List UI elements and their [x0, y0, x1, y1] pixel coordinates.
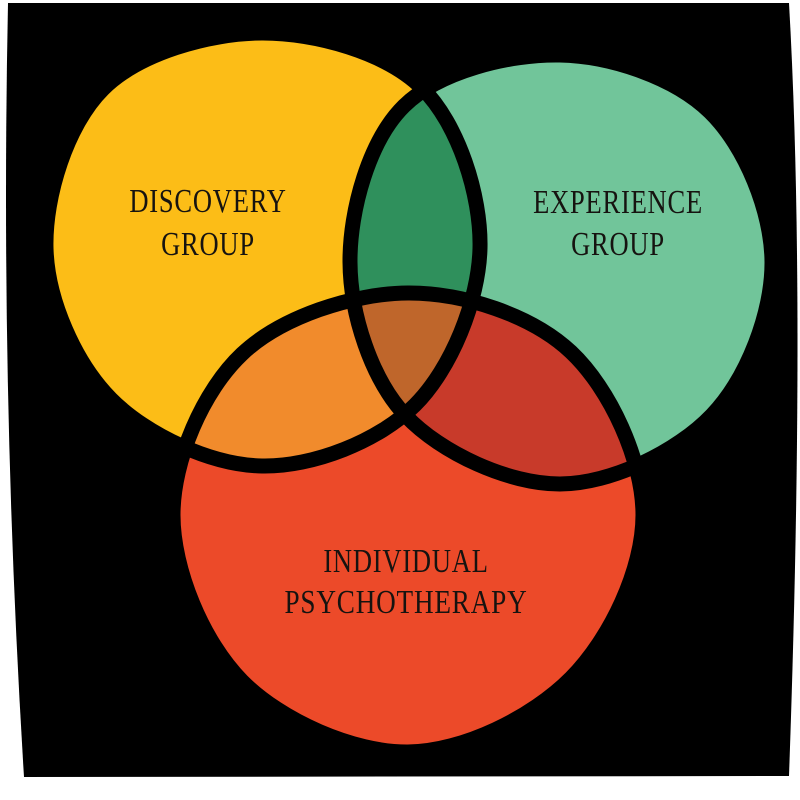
experience-group-label: EXPERIENCE GROUP — [533, 183, 703, 263]
discovery-label-line1: DISCOVERY — [129, 182, 286, 220]
experience-label-line2: GROUP — [571, 225, 665, 263]
discovery-circle-outline — [38, 25, 488, 474]
individual-circle-outline — [165, 285, 651, 760]
individual-label-line1: INDIVIDUAL — [323, 542, 488, 580]
experience-circle-outline — [342, 47, 780, 492]
discovery-label-line2: GROUP — [161, 225, 255, 263]
individual-psychotherapy-label: INDIVIDUAL PSYCHOTHERAPY — [285, 542, 528, 621]
discovery-group-label: DISCOVERY GROUP — [129, 182, 286, 263]
overlap-discovery-individual — [173, 292, 481, 467]
overlap-experience-individual — [349, 292, 643, 485]
individual-label-line2: PSYCHOTHERAPY — [285, 583, 528, 621]
experience-label-line1: EXPERIENCE — [533, 183, 703, 221]
